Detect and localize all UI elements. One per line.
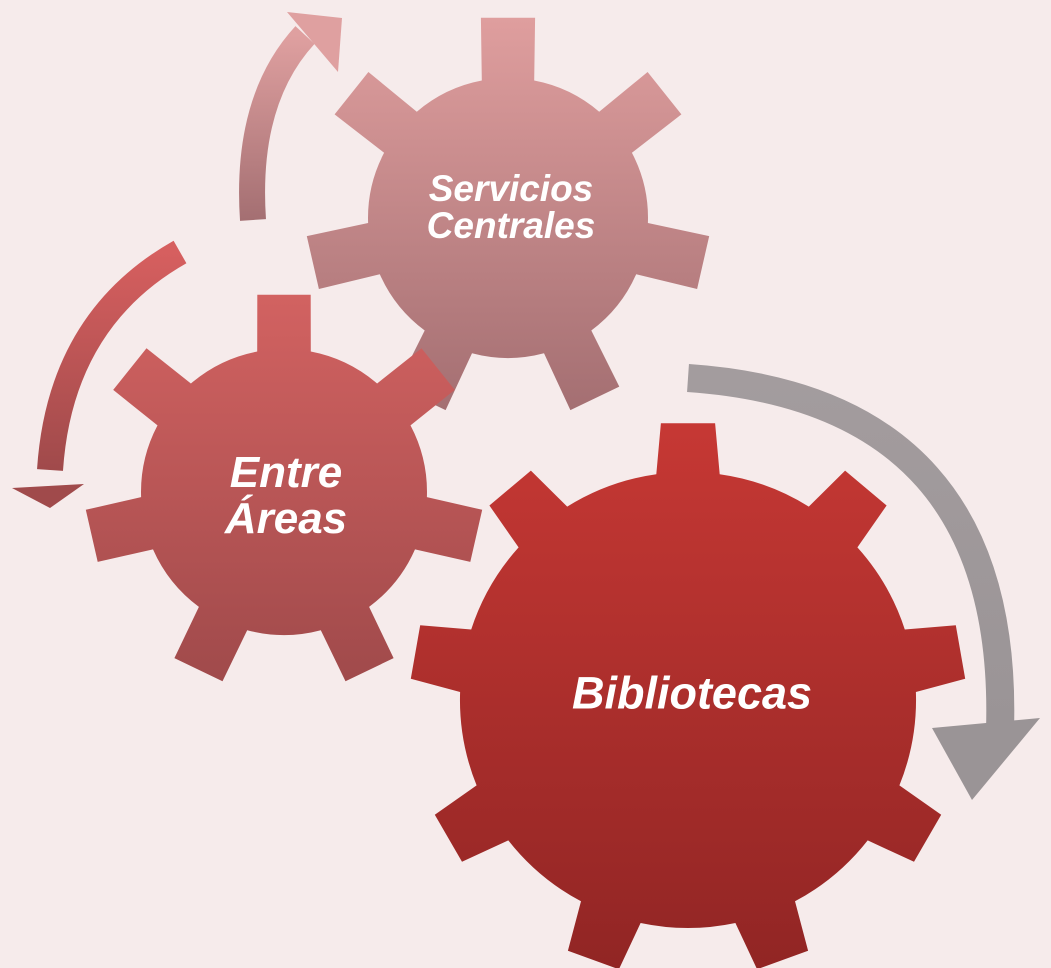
gear-label-line: Entre <box>229 447 343 497</box>
gear-label-servicios-centrales: Servicios Centrales <box>427 170 596 244</box>
gear-label-line: Áreas <box>224 494 348 543</box>
gear-servicios-centrales-icon <box>306 17 710 411</box>
gear-label-line: Centrales <box>426 205 596 246</box>
gear-entre-areas-icon <box>85 294 483 682</box>
gear-label-line: Servicios <box>428 168 594 209</box>
gear-bibliotecas-icon <box>410 423 966 968</box>
gear-label-entre-areas: Entre Áreas <box>224 447 348 543</box>
curved-arrow-up-icon <box>239 12 342 221</box>
gear-label-line: Bibliotecas <box>571 667 813 719</box>
gear-label-bibliotecas: Bibliotecas <box>572 671 812 716</box>
curved-arrow-clockwise-icon <box>687 364 1040 800</box>
curved-arrow-down-icon <box>12 240 187 508</box>
